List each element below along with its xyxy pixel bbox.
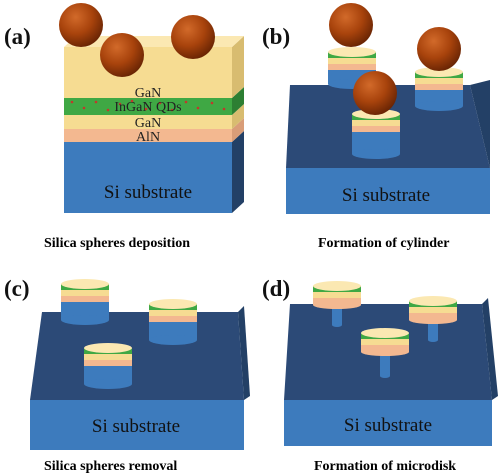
panel-b-label: (b): [262, 24, 290, 49]
panel-c-cylinder-2: [149, 299, 197, 345]
panel-a-ingan-label: InGaN QDs: [114, 100, 181, 115]
panel-a-label: (a): [4, 24, 31, 49]
panel-a-silica-sphere-3: [171, 15, 215, 59]
panel-d-microdisk-2: [409, 296, 457, 342]
panel-a-gan-upper-label: GaN: [135, 86, 161, 101]
panel-a-silica-sphere-2: [100, 33, 144, 77]
panel-b-substrate-side: [470, 80, 490, 210]
panel-a-quantum-dots: [70, 99, 226, 112]
panel-a-substrate-label: Si substrate: [104, 182, 192, 203]
panel-a-substrate-front: [64, 142, 232, 213]
panel-d: (d) Si substrate: [262, 276, 498, 474]
panel-d-substrate-front: [284, 400, 492, 446]
panel-a-aln-side: [232, 118, 244, 142]
panel-c: (c) Si substrate: [4, 276, 250, 474]
panel-a-gan-lower-side: [232, 104, 244, 129]
panel-b-cylinder-3: [352, 109, 400, 159]
panel-d-microdisk-3: [361, 328, 409, 378]
panel-d-substrate-side: [482, 298, 498, 400]
panel-c-caption: Silica spheres removal: [44, 459, 177, 474]
panel-a-gan-lower-layer: [64, 115, 232, 129]
panel-b-silica-sphere-1: [329, 3, 373, 47]
panel-a-ingan-layer: [64, 98, 232, 115]
panel-c-cylinder-3: [84, 343, 132, 389]
panel-b-caption: Formation of cylinder: [318, 236, 449, 251]
panel-a-aln-label: AlN: [136, 130, 160, 145]
panel-a-substrate-side: [232, 131, 244, 213]
panel-b-cylinder-2: [415, 67, 463, 111]
panel-b: (b) Si substrate: [262, 3, 490, 251]
panel-c-label: (c): [4, 276, 30, 301]
panel-c-substrate-side: [238, 306, 250, 400]
panel-c-substrate-front: [30, 400, 244, 450]
panel-b-substrate-label: Si substrate: [342, 185, 430, 206]
panel-d-microdisk-1: [313, 281, 361, 327]
panel-b-cylinder-1: [328, 47, 376, 89]
panel-c-substrate-label: Si substrate: [92, 416, 180, 437]
panel-a: (a) Si substrate AlN GaN InGaN QDs GaN: [4, 3, 244, 251]
panel-a-caption: Silica spheres deposition: [44, 236, 190, 251]
panel-b-substrate-front: [286, 168, 490, 214]
panel-c-substrate-top: [30, 312, 244, 400]
panel-a-ingan-side: [232, 87, 244, 115]
panel-d-caption: Formation of microdisk: [314, 459, 456, 474]
panel-a-gan-upper-side: [232, 36, 244, 98]
panel-a-aln-layer: [64, 129, 232, 142]
panel-c-cylinder-1: [61, 279, 109, 325]
panel-d-substrate-label: Si substrate: [344, 415, 432, 436]
panel-b-silica-sphere-2: [417, 27, 461, 71]
panel-d-label: (d): [262, 276, 290, 301]
panel-a-gan-lower-label: GaN: [135, 116, 161, 131]
panel-a-silica-sphere-1: [59, 3, 103, 47]
panel-b-silica-sphere-3: [353, 71, 397, 115]
